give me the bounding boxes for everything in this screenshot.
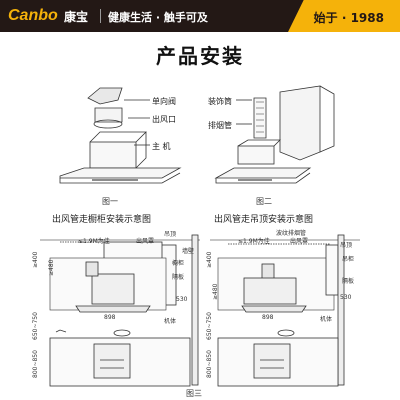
- fig3-right-height-650: 650~750: [206, 312, 213, 340]
- fig3-left-title: 出风管走橱柜安装示意图: [52, 215, 152, 225]
- fig3-right-cabinet: 吊柜: [342, 256, 355, 263]
- fig2-caption: 图二: [256, 197, 272, 206]
- fig3-right-depth-530: 530: [340, 294, 352, 301]
- brand-name-cn: 康宝: [64, 10, 89, 24]
- fig3-caption: 图三: [186, 389, 202, 398]
- figure3-left-drawing: [40, 234, 200, 387]
- fig3-right-height-400: ≥400: [206, 251, 213, 268]
- fig3-left-height-800: 800~850: [32, 350, 39, 378]
- fig3-left-outlet: 出风罩: [136, 238, 155, 245]
- fig3-right-height-800: 800~850: [206, 350, 213, 378]
- fig3-right-pipe-length: ≤1.9M为佳: [238, 238, 270, 245]
- since-badge: [288, 0, 400, 32]
- fig3-left-height-480: ≥480: [48, 259, 55, 276]
- fig3-left-cabinet: 橱柜: [172, 260, 185, 267]
- fig3-left-ceiling: 吊顶: [164, 231, 177, 238]
- fig3-right-height-480: ≥480: [212, 283, 219, 300]
- header-bar: Canbo 康宝 健康生活 · 触手可及 始于 · 1988: [0, 0, 400, 32]
- fig3-right-board: 隔板: [342, 278, 355, 285]
- fig3-right-machine: 机体: [320, 316, 333, 323]
- fig2-label-pipe: 排烟管: [208, 121, 232, 130]
- fig3-left-height-650: 650~750: [32, 312, 39, 340]
- fig3-left-depth-530: 530: [176, 296, 188, 303]
- fig3-right-title: 出风管走吊顶安装示意图: [214, 215, 314, 225]
- fig3-left-machine: 机体: [164, 318, 177, 325]
- fig3-right-ceiling: 吊顶: [340, 242, 353, 249]
- fig1-label-valve: 单向阀: [152, 97, 176, 106]
- fig3-right-vent: 波纹排烟管: [276, 230, 307, 237]
- figure2-drawing: [214, 85, 335, 184]
- fig3-right-outlet: 出风罩: [290, 238, 309, 245]
- figure1-drawing: [59, 87, 182, 184]
- figure3-right-drawing: [210, 234, 360, 387]
- header-divider: [100, 9, 101, 23]
- fig1-caption: 图一: [102, 197, 118, 206]
- fig3-right-width-898: 898: [262, 314, 274, 321]
- fig3-left-width-898: 898: [104, 314, 116, 321]
- fig3-left-height-400: ≥400: [32, 251, 39, 268]
- fig1-label-main: 主 机: [152, 142, 171, 151]
- fig3-left-wall: 墙壁: [182, 248, 195, 255]
- fig2-label-cover: 装饰筒: [208, 97, 232, 106]
- brand-logo: Canbo: [8, 7, 58, 24]
- fig3-left-pipe-length: ≤1.9M为佳: [78, 238, 110, 245]
- fig3-left-board: 隔板: [172, 274, 185, 281]
- since-label: 始于 · 1988: [313, 11, 384, 25]
- fig1-label-outlet: 出风口: [152, 115, 176, 124]
- header-tagline: 健康生活 · 触手可及: [108, 11, 208, 24]
- page-title: 产品安装: [156, 44, 244, 68]
